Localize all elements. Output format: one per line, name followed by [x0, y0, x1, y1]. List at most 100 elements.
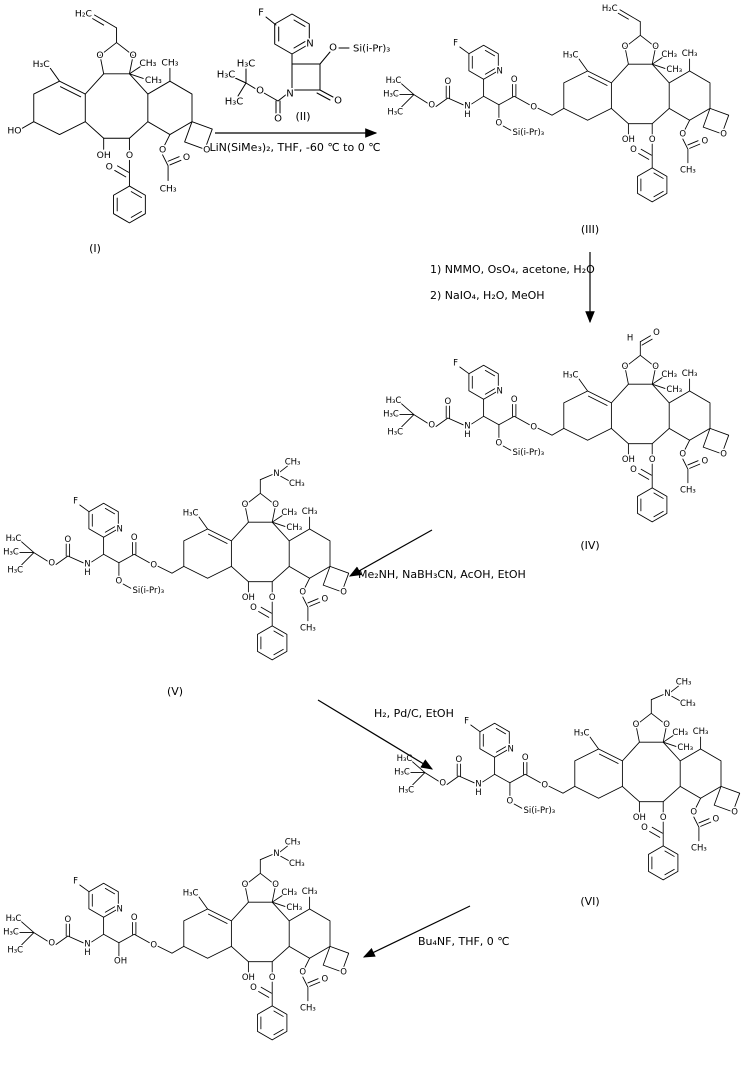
atom-label: O [530, 102, 537, 112]
atom-label: O [48, 559, 55, 569]
atom-label: CH₃ [666, 65, 682, 75]
atom-label: N [273, 469, 279, 479]
atom-label: O [702, 457, 709, 467]
atom-label: OH [633, 813, 646, 823]
atom-label: O [511, 75, 518, 85]
atom-label: O [299, 968, 306, 978]
atom-label: O [653, 328, 660, 338]
atom-label: O [663, 720, 670, 730]
atom-label: O [256, 86, 264, 97]
atom-label: O [65, 535, 72, 545]
atom-label: O [250, 983, 257, 993]
atom-label: O [150, 560, 157, 570]
reagents-step4: H₂, Pd/C, EtOH [374, 707, 454, 720]
atom-label: CH₃ [289, 859, 305, 869]
atom-label: O [445, 77, 452, 87]
atom-label: F [73, 497, 78, 507]
atom-label: CH₃ [691, 843, 707, 853]
atom-label: CH₃ [302, 887, 318, 897]
atom-label: CH₃ [661, 50, 677, 60]
reaction-arrow-step3 [348, 529, 433, 577]
atom-label: H₃C [33, 59, 50, 70]
bond-skeleton [17, 883, 172, 956]
atom-label: O [130, 50, 137, 61]
atom-label: O [242, 500, 249, 510]
atom-label: O [731, 808, 738, 818]
atom-label: O [702, 137, 709, 147]
atom-label: CH₃ [666, 385, 682, 395]
atom-label: Si(i-Pr)₃ [524, 806, 556, 816]
atom-label: H₃C [387, 107, 403, 117]
atom-label: N [84, 940, 90, 950]
atom-label: O [48, 939, 55, 949]
atom-label: O [65, 915, 72, 925]
atom-label: O [713, 815, 720, 825]
atom-label: H₃C [3, 928, 19, 938]
atom-label: O [340, 968, 347, 978]
atom-label: H₃C [383, 410, 399, 420]
atom-label: H₃C [398, 785, 414, 795]
atom-label: CH₃ [285, 838, 301, 848]
atom-label: CH₃ [145, 75, 162, 86]
atom-label: CH₃ [672, 728, 688, 738]
bond-skeleton [552, 335, 729, 522]
atom-label: F [453, 39, 458, 49]
atom-label: O [522, 753, 529, 763]
reagents-step3: Me₂NH, NaBH₃CN, AcOH, EtOH [358, 568, 526, 581]
atom-label: N [273, 849, 279, 859]
atom-label: CH₃ [680, 485, 696, 495]
compound-label-ii: (II) [295, 110, 310, 123]
compound-label-v: (V) [167, 685, 183, 698]
atom-label: OH [114, 957, 127, 967]
atom-label: H₂C [602, 4, 618, 14]
atom-label: Si(i-Pr)₃ [513, 448, 545, 458]
atom-label: OH [622, 135, 635, 145]
atom-label: O [690, 808, 697, 818]
atom-label: H [627, 333, 633, 343]
atom-label: OH [622, 455, 635, 465]
compound-label-vi: (VI) [580, 895, 599, 908]
atom-label: H₃C [387, 427, 403, 437]
atom-label: O [116, 577, 123, 587]
reagents-step2-line1: 1) NMMO, OsO₄, acetone, H₂O [430, 263, 595, 276]
atom-label: H₃C [563, 51, 579, 61]
bond-skeleton [397, 45, 552, 131]
atom-label: H₃C [397, 754, 413, 764]
atom-label: O [633, 720, 640, 730]
bond-skeleton [172, 845, 349, 1040]
reaction-arrow-step4 [317, 699, 434, 770]
atom-label: O [622, 362, 629, 372]
atom-label: O [334, 96, 342, 107]
atom-label: O [269, 593, 276, 603]
atom-label: F [464, 717, 469, 727]
atom-label: H₂C [75, 9, 92, 20]
bond-skeleton [17, 503, 172, 589]
atom-label: O [428, 421, 435, 431]
atom-label: H [464, 430, 470, 440]
atom-label: Si(i-Pr)₃ [353, 44, 390, 55]
atom-label: O [272, 500, 279, 510]
atom-label: N [497, 387, 503, 397]
atom-label: CH₃ [680, 699, 696, 709]
reagents-step2-line2: 2) NaIO₄, H₂O, MeOH [430, 289, 545, 302]
atom-label: H₃C [6, 534, 22, 544]
bond-skeleton [397, 365, 552, 451]
atom-label: H [84, 948, 90, 958]
atom-label: O [649, 455, 656, 465]
atom-label: H [84, 568, 90, 578]
bond-skeleton [172, 465, 349, 660]
atom-label: CH₃ [285, 458, 301, 468]
atom-label: O [530, 422, 537, 432]
atom-label: H₃C [394, 768, 410, 778]
